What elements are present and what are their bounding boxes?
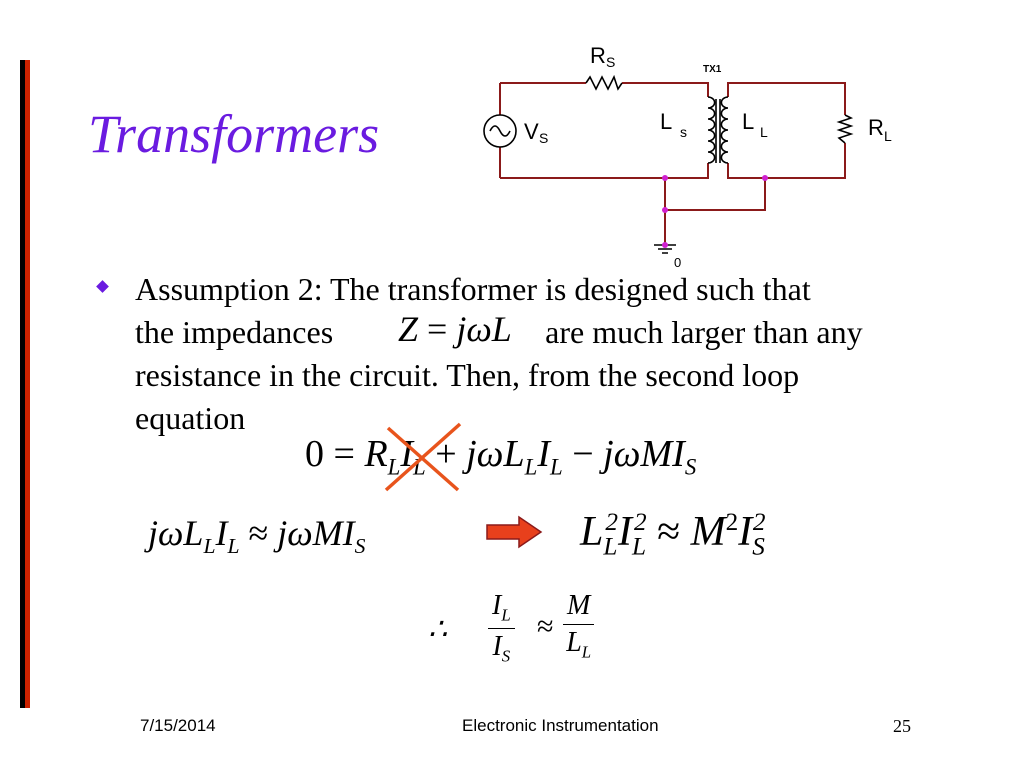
- footer-title: Electronic Instrumentation: [462, 716, 659, 735]
- bullet-line-2-end: are much larger than any: [545, 314, 863, 350]
- ll-coil: [720, 96, 729, 164]
- strike-cross-mark: [384, 422, 462, 492]
- vs-label-sub: S: [539, 130, 548, 146]
- bullet-line-4: equation: [135, 400, 246, 436]
- inductance-ratio-fraction: M LL: [563, 590, 595, 663]
- slide-title: Transformers: [88, 104, 380, 164]
- ls-label-sub: s: [680, 124, 687, 140]
- ls-coil: [707, 96, 716, 164]
- node-dot: [662, 175, 668, 181]
- vs-label: V: [524, 119, 539, 144]
- right-arrow-icon: [486, 515, 543, 549]
- current-ratio-fraction: IL IS: [488, 590, 515, 666]
- footer-date: 7/15/2014: [140, 716, 216, 735]
- rs-label: R: [590, 43, 606, 68]
- wire: [727, 143, 846, 179]
- rl-label: R: [868, 115, 884, 140]
- wire: [727, 82, 846, 115]
- node-dot: [662, 242, 668, 248]
- ll-label-sub: L: [760, 124, 768, 140]
- left-border-red: [25, 60, 30, 708]
- rl-label-sub: L: [884, 128, 892, 144]
- vs-source-circle: [483, 114, 517, 148]
- therefore-symbol: ∴: [428, 613, 448, 646]
- node-dot: [762, 175, 768, 181]
- impedance-formula: Z = jωL: [398, 309, 512, 349]
- rl-resistor: [836, 114, 854, 144]
- squared-equation: LL2IL2 ≈ M2IS2: [580, 509, 766, 561]
- diamond-bullet-icon: [96, 280, 109, 293]
- page-number: 25: [893, 716, 911, 736]
- node-dot: [662, 207, 668, 213]
- bullet-line-1: Assumption 2: The transformer is designe…: [135, 271, 811, 307]
- left-border-black: [20, 60, 25, 708]
- bullet-line-2-start: the impedances: [135, 314, 334, 350]
- wire: [665, 178, 766, 211]
- approx-symbol: ≈: [537, 610, 554, 643]
- rs-label-sub: S: [606, 54, 615, 70]
- wire: [500, 163, 709, 179]
- rs-resistor: [585, 74, 623, 91]
- bullet-line-3: resistance in the circuit. Then, from th…: [135, 357, 800, 393]
- ls-label: L: [660, 109, 672, 134]
- loop-equation: 0 = RLIL + jωLLIL − jωMIS: [305, 433, 697, 480]
- bullet-text: Assumption 2: The transformer is designe…: [135, 268, 995, 440]
- tx1-label: TX1: [703, 64, 722, 75]
- ll-label: L: [742, 109, 754, 134]
- transformer-circuit-diagram: R S TX1 V S L s L L R L 0: [483, 43, 892, 270]
- vs-sine: [489, 125, 511, 137]
- transformer-core: [715, 99, 721, 163]
- approx-equation: jωLLIL ≈ jωMIS: [148, 513, 366, 559]
- bullet-line-2: the impedances are much larger than any: [135, 311, 995, 354]
- wire: [622, 82, 709, 97]
- ground-label: 0: [674, 255, 681, 270]
